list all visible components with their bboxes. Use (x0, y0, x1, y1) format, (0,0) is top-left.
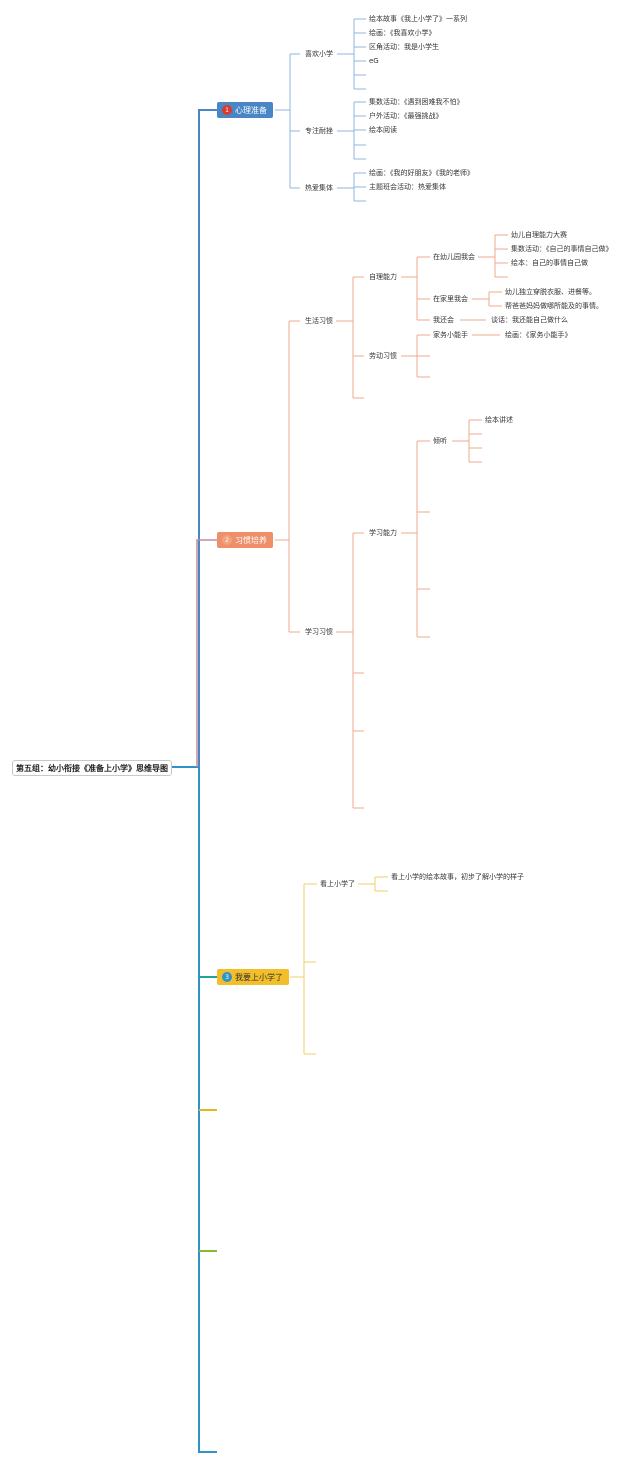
branch-life-habits[interactable]: 生活习惯 (305, 317, 333, 325)
number-badge-icon: 1 (222, 105, 232, 115)
branch-study-habits[interactable]: 学习习惯 (305, 628, 333, 636)
branch-chore-helper[interactable]: 家务小能手 (433, 331, 468, 339)
branch-focus[interactable]: 专注耐挫 (305, 127, 333, 135)
leaf-item[interactable]: 谈话：我还能自己做什么 (491, 316, 568, 324)
leaf-item[interactable]: 区角活动：我是小学生 (369, 43, 439, 51)
leaf-item[interactable]: 绘本：自己的事情自己做 (511, 259, 588, 267)
branch-self-care[interactable]: 自理能力 (369, 273, 397, 281)
leaf-item[interactable]: 绘画：《我喜欢小学》 (369, 29, 436, 37)
branch-look-school[interactable]: 看上小学了 (320, 880, 355, 888)
topic-going-to-school[interactable]: 3 我要上小学了 (217, 969, 289, 985)
leaf-item[interactable]: 绘本故事《我上小学了》一系列 (369, 15, 467, 23)
leaf-item[interactable]: 帮爸爸妈妈做哪所能及的事情。 (505, 302, 603, 310)
number-badge-icon: 2 (222, 535, 232, 545)
branch-listening[interactable]: 倾听 (433, 437, 447, 445)
leaf-item[interactable]: 主题班会活动：热爱集体 (369, 183, 446, 191)
leaf-item[interactable]: 户外活动：《最强挑战》 (369, 112, 443, 120)
topic-habit-building[interactable]: 2 习惯培养 (217, 532, 273, 548)
topic-psychological-prep[interactable]: 1 心理准备 (217, 102, 273, 118)
leaf-item[interactable]: 幼儿独立穿脱衣服、进餐等。 (505, 288, 596, 296)
leaf-item[interactable]: 绘画：《家务小能手》 (505, 331, 572, 339)
branch-like-school[interactable]: 喜欢小学 (305, 50, 333, 58)
branch-at-home[interactable]: 在家里我会 (433, 295, 468, 303)
leaf-item[interactable]: 集数活动：《自己的事情自己做》 (511, 245, 613, 253)
branch-labor[interactable]: 劳动习惯 (369, 352, 397, 360)
number-badge-icon: 3 (222, 972, 232, 982)
leaf-item[interactable]: 幼儿自理能力大赛 (511, 231, 567, 239)
branch-kindergarten[interactable]: 在幼儿园我会 (433, 253, 475, 261)
leaf-item[interactable]: 绘本阅读 (369, 126, 397, 134)
topic-label: 习惯培养 (235, 535, 267, 545)
branch-learning-ability[interactable]: 学习能力 (369, 529, 397, 537)
leaf-item[interactable]: eG (369, 57, 379, 65)
leaf-item[interactable]: 绘本讲述 (485, 416, 513, 424)
branch-love-group[interactable]: 热爱集体 (305, 184, 333, 192)
topic-label: 心理准备 (235, 105, 267, 115)
leaf-item[interactable]: 集数活动：《遇到困难我不怕》 (369, 98, 464, 106)
branch-i-can[interactable]: 我还会 (433, 316, 454, 324)
leaf-item[interactable]: 绘画：《我的好朋友》《我的老师》 (369, 169, 474, 177)
topic-label: 我要上小学了 (235, 972, 283, 982)
leaf-item[interactable]: 看上小学的绘本故事，初步了解小学的样子 (391, 873, 524, 881)
root-node[interactable]: 第五组：幼小衔接《准备上小学》思维导图 (12, 760, 172, 776)
